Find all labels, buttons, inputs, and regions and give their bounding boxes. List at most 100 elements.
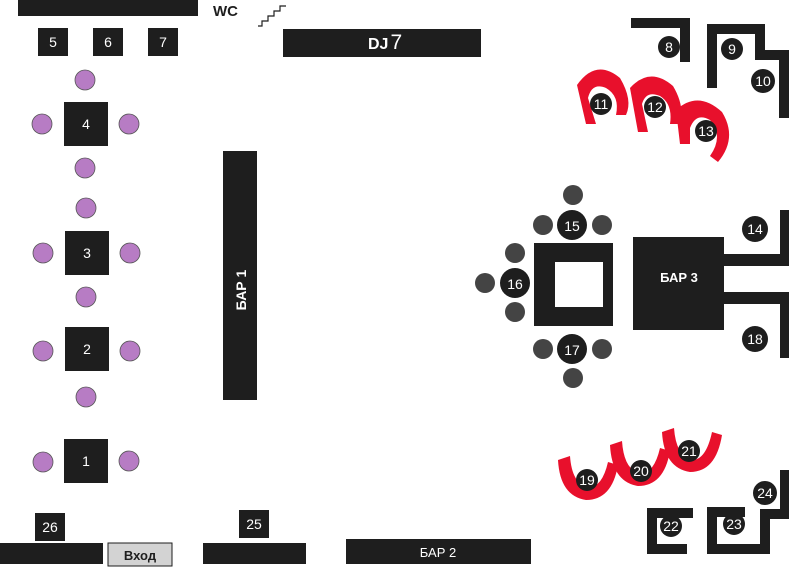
- table-12[interactable]: [644, 96, 666, 118]
- table-4[interactable]: [64, 102, 108, 146]
- bar-1-label: БАР 1: [233, 269, 249, 310]
- entrance[interactable]: [107, 542, 173, 567]
- table-11[interactable]: [590, 93, 612, 115]
- table-8-label: 8: [665, 39, 673, 55]
- table-22-label: 22: [663, 518, 679, 534]
- table-7-label: 7: [159, 34, 167, 50]
- entrance-label: Вход: [124, 548, 157, 563]
- sofa-11-13-group[interactable]: 11 12 13: [577, 69, 730, 162]
- table-7[interactable]: [148, 28, 178, 56]
- table-6[interactable]: [93, 28, 123, 56]
- chair: [505, 243, 525, 263]
- sofa-19: [558, 456, 618, 500]
- table-12-label: 12: [647, 99, 663, 115]
- table-4-group[interactable]: 4: [31, 69, 140, 179]
- chair: [32, 451, 54, 473]
- chair: [75, 197, 97, 219]
- table-3[interactable]: [65, 231, 109, 275]
- chair: [592, 215, 612, 235]
- table-9[interactable]: [721, 38, 743, 60]
- chair: [563, 368, 583, 388]
- table-2-group[interactable]: 2: [32, 327, 141, 408]
- table-2[interactable]: [65, 327, 109, 371]
- table-1-group[interactable]: 1: [32, 439, 140, 483]
- sofa-23-24-group[interactable]: 23 24: [707, 470, 789, 554]
- table-26[interactable]: [35, 513, 65, 541]
- sofa-8: [631, 18, 690, 62]
- table-19[interactable]: [576, 469, 598, 491]
- chair: [74, 69, 96, 91]
- chair: [505, 302, 525, 322]
- sofa-22-group[interactable]: 22: [647, 508, 693, 554]
- chair: [74, 157, 96, 179]
- bar-2: [346, 539, 531, 564]
- top-wall: [18, 0, 198, 16]
- bottom-wall-middle: [203, 543, 306, 564]
- bottom-wall-left: [0, 543, 103, 564]
- table-19-label: 19: [579, 472, 595, 488]
- dj-label: DJ7: [368, 31, 402, 54]
- table-block-15-17: [534, 243, 613, 326]
- table-3-label: 3: [83, 245, 91, 261]
- chair: [475, 273, 495, 293]
- table-24[interactable]: [753, 481, 777, 505]
- table-15[interactable]: [557, 210, 587, 240]
- table-15-17-group[interactable]: 15 16 17: [475, 185, 613, 388]
- chair: [533, 339, 553, 359]
- chair: [75, 386, 97, 408]
- table-8[interactable]: [658, 36, 680, 58]
- sofa-14: [724, 210, 789, 266]
- table-25-label: 25: [246, 516, 262, 532]
- table-2-label: 2: [83, 341, 91, 357]
- table-20-label: 20: [633, 463, 649, 479]
- table-6-label: 6: [104, 34, 112, 50]
- sofa-9-10-group[interactable]: 9 10: [707, 24, 789, 118]
- chair: [32, 340, 54, 362]
- table-23-label: 23: [726, 516, 742, 532]
- sofa-12: [630, 76, 682, 132]
- sofa-9-10: [707, 24, 789, 118]
- table-9-label: 9: [728, 41, 736, 57]
- sofa-23-24: [707, 470, 789, 554]
- sofa-19-21-group[interactable]: 19 20 21: [558, 428, 722, 500]
- bar-3-label: БАР 3: [660, 270, 698, 285]
- table-18-label: 18: [747, 331, 763, 347]
- table-16[interactable]: [500, 268, 530, 298]
- table-10[interactable]: [751, 69, 775, 93]
- table-1[interactable]: [64, 439, 108, 483]
- chair: [32, 242, 54, 264]
- bar-1: [223, 151, 257, 400]
- table-17[interactable]: [557, 334, 587, 364]
- table-13-label: 13: [698, 123, 714, 139]
- table-14[interactable]: [742, 216, 768, 242]
- chair: [75, 286, 97, 308]
- chair: [118, 450, 140, 472]
- dj-stage: [283, 29, 481, 57]
- table-17-label: 17: [564, 342, 580, 358]
- table-10-label: 10: [755, 73, 771, 89]
- sofa-21: [662, 428, 722, 472]
- table-25[interactable]: [239, 510, 269, 538]
- chair: [119, 242, 141, 264]
- table-18[interactable]: [742, 326, 768, 352]
- table-20[interactable]: [630, 460, 652, 482]
- table-14-label: 14: [747, 221, 763, 237]
- table-4-label: 4: [82, 116, 90, 132]
- table-22[interactable]: [660, 515, 682, 537]
- table-13[interactable]: [695, 120, 717, 142]
- sofa-11: [577, 69, 629, 124]
- sofa-20: [610, 441, 670, 486]
- bar-2-label: БАР 2: [420, 545, 456, 560]
- sofa-8-group[interactable]: 8: [631, 18, 690, 62]
- table-15-label: 15: [564, 218, 580, 234]
- chair: [563, 185, 583, 205]
- table-23[interactable]: [723, 513, 745, 535]
- table-3-group[interactable]: 3: [32, 197, 141, 308]
- stairs-icon: [258, 5, 286, 27]
- table-21[interactable]: [678, 440, 700, 462]
- table-24-label: 24: [757, 485, 773, 501]
- chair: [592, 339, 612, 359]
- chair: [31, 113, 53, 135]
- table-5[interactable]: [38, 28, 68, 56]
